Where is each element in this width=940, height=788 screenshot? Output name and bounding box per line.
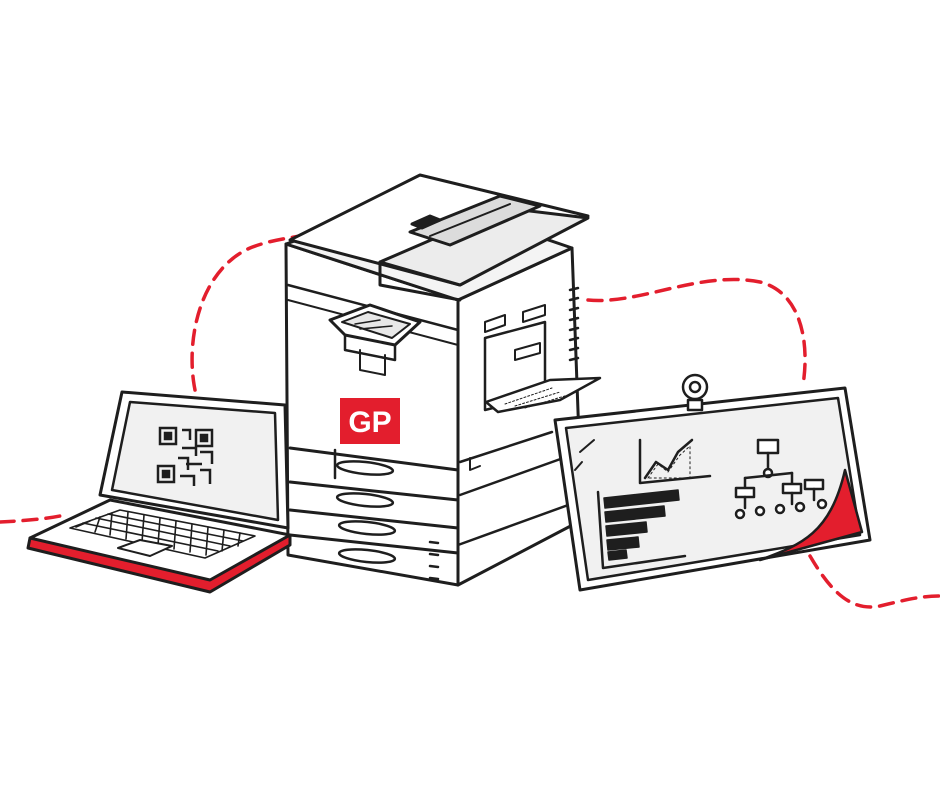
document-feeder (408, 194, 542, 247)
side-vent (568, 286, 580, 362)
drawer-handle (335, 460, 395, 476)
bar-chart-bar (607, 549, 628, 561)
bar-chart-bar (606, 536, 640, 551)
line-chart-icon (638, 438, 712, 485)
brand-logo: GP (340, 398, 400, 444)
bar-chart-bar (604, 505, 666, 523)
dashed-connection-line (0, 234, 940, 609)
qr-code-icon (156, 426, 214, 486)
bar-chart-bar (603, 489, 680, 509)
display-red-accent (758, 468, 864, 562)
printer-side-panel (456, 246, 584, 587)
org-chart-icon (734, 438, 828, 520)
bar-chart-bar (605, 521, 648, 537)
multifunction-printer (284, 173, 602, 587)
bar-chart-icon (596, 489, 687, 570)
laptop-trackpad (117, 539, 173, 557)
laptop (26, 390, 292, 594)
webcam-icon (681, 373, 709, 412)
drawer-handle (337, 520, 397, 536)
drawer-handle (335, 492, 395, 508)
logo-text: GP (348, 406, 391, 439)
drawer-handle (337, 548, 397, 564)
paper-drawers (335, 460, 397, 564)
laptop-keyboard-deck (28, 498, 292, 582)
laptop-screen (110, 400, 280, 522)
touch-screen (341, 311, 411, 339)
printed-paper (484, 376, 602, 414)
